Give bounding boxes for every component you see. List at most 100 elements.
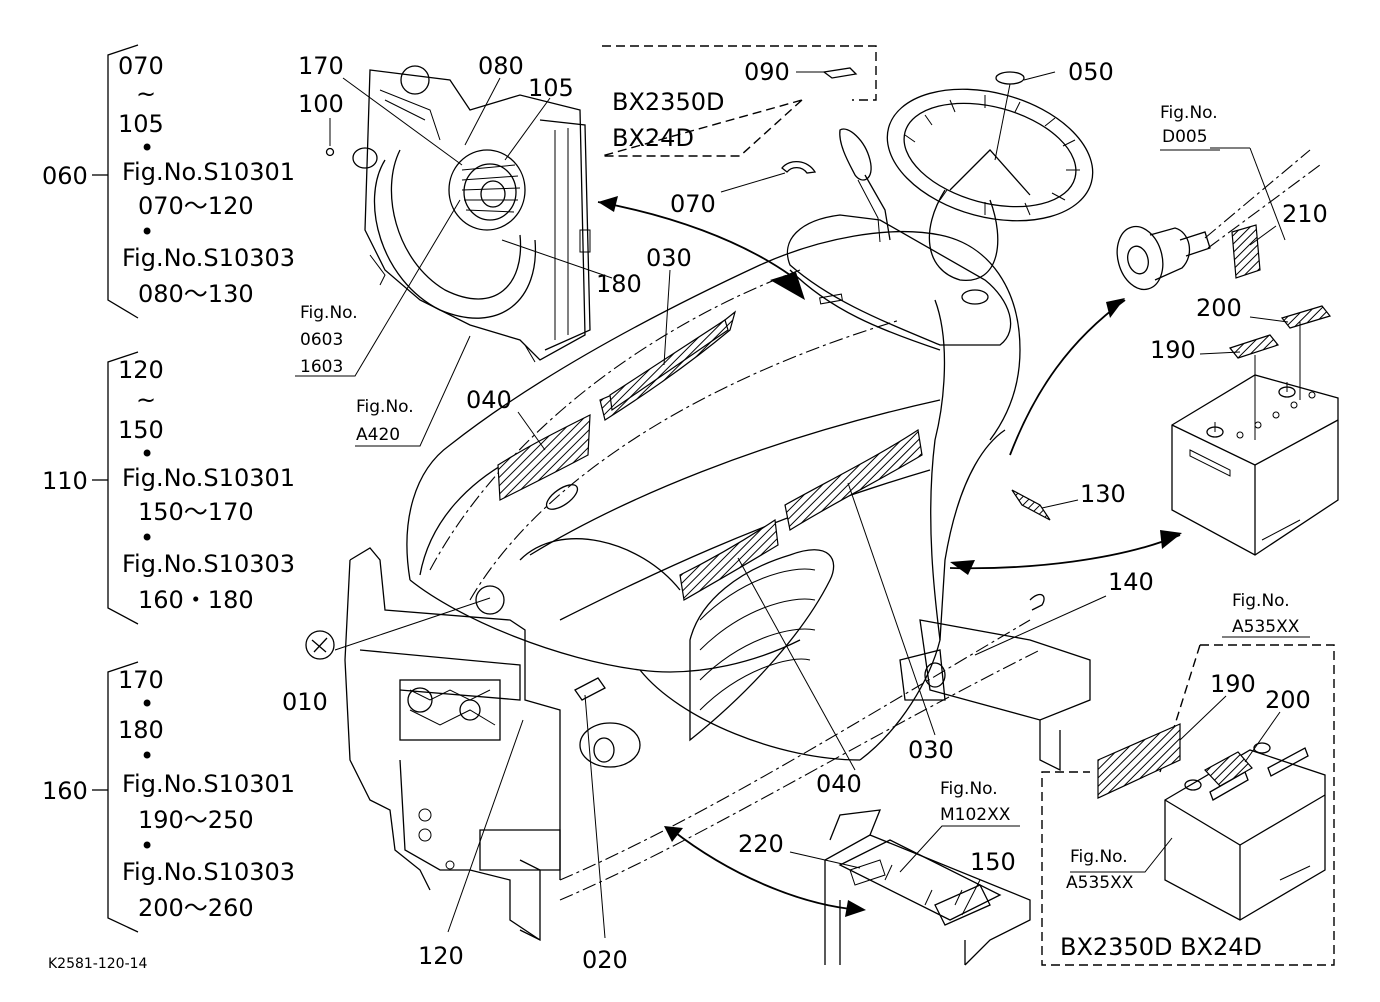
front-frame-illustration (344, 547, 1091, 942)
dot: • (140, 440, 154, 468)
decal-040-side (679, 518, 779, 601)
model-label: BX2350D (612, 88, 724, 116)
callout-190-bottom: 190 (1210, 670, 1256, 698)
callout-090: 090 (744, 58, 790, 86)
callout-140: 140 (1108, 568, 1154, 596)
dot: • (140, 218, 154, 246)
fig-ref: Fig.No.S10303 (122, 550, 295, 578)
callout-020: 020 (582, 946, 628, 974)
sub-range: 200～260 (138, 894, 254, 922)
callout-210: 210 (1282, 200, 1328, 228)
drawing-id: K2581-120-14 (48, 956, 148, 972)
dot: • (140, 832, 154, 860)
fig-ref-a535xx: A535XX (1232, 617, 1300, 637)
callout-040-top: 040 (466, 386, 512, 414)
fig-ref-1603: 1603 (300, 357, 343, 377)
fig-ref-0603: 0603 (300, 330, 343, 350)
sub-range: 080～130 (138, 280, 254, 308)
fig-ref-d005: D005 (1162, 127, 1208, 147)
callout-200-top: 200 (1196, 294, 1242, 322)
decal-190-top (1228, 334, 1280, 359)
decal-130 (1011, 489, 1051, 521)
callout-130: 130 (1080, 480, 1126, 508)
fig-ref-label: Fig.No. (1160, 103, 1218, 123)
range-end: 150 (118, 416, 164, 444)
fan-shroud-illustration (325, 65, 591, 363)
fig-ref: Fig.No.S10303 (122, 858, 295, 886)
callout-030-side: 030 (908, 736, 954, 764)
fig-ref-label: Fig.No. (1232, 591, 1290, 611)
small-parts (305, 161, 1045, 701)
decal-040-top (497, 414, 591, 501)
range-start: 170 (118, 666, 164, 694)
callout-050: 050 (1068, 58, 1114, 86)
fig-ref-label: Fig.No. (940, 779, 998, 799)
leader-lines (295, 71, 1301, 939)
callout-120: 120 (418, 942, 464, 970)
steering-illustration (839, 71, 1094, 281)
sub-view-illustration (824, 809, 1031, 966)
group-number: 110 (42, 467, 88, 495)
decal-200-top (1280, 305, 1332, 329)
fig-ref: Fig.No.S10301 (122, 158, 295, 186)
figure-references: Fig.No. D005 Fig.No. 0603 1603 Fig.No. A… (300, 103, 1310, 893)
battery-illustration-bottom (1097, 723, 1326, 921)
callout-200-bottom: 200 (1265, 686, 1311, 714)
group-number: 160 (42, 777, 88, 805)
dot: • (140, 742, 154, 770)
arrows (597, 196, 1182, 917)
fig-ref-m102xx: M102XX (940, 805, 1011, 825)
fig-ref-label: Fig.No. (1070, 847, 1128, 867)
callout-070: 070 (670, 190, 716, 218)
dot: • (140, 134, 154, 162)
range-end: 105 (118, 110, 164, 138)
range-sep: ~ (136, 80, 156, 108)
fig-ref-label: Fig.No. (300, 303, 358, 323)
fig-ref: Fig.No.S10303 (122, 244, 295, 272)
range-end: 180 (118, 716, 164, 744)
decal-illustrations (497, 310, 1051, 601)
decal-190-bottom (1097, 723, 1181, 799)
sub-range: 190～250 (138, 806, 254, 834)
part-020 (574, 677, 606, 701)
decal-200-bottom (1204, 751, 1253, 787)
fig-ref: Fig.No.S10301 (122, 464, 295, 492)
fig-ref-label: Fig.No. (356, 397, 414, 417)
callout-080: 080 (478, 52, 524, 80)
part-140 (1029, 593, 1045, 611)
decal-030-side (784, 428, 923, 531)
range-start: 120 (118, 356, 164, 384)
fig-ref-a420: A420 (356, 425, 400, 445)
model-label: BX24D (612, 124, 694, 152)
range-sep: ~ (136, 386, 156, 414)
sub-range: 160・180 (138, 586, 254, 614)
callout-170: 170 (298, 52, 344, 80)
group-number: 060 (42, 162, 88, 190)
decal-030-top-inner (609, 319, 729, 412)
dot: • (140, 524, 154, 552)
fig-ref: Fig.No.S10301 (122, 770, 295, 798)
callout-105: 105 (528, 74, 574, 102)
range-sep: • (140, 690, 154, 718)
range-start: 070 (118, 52, 164, 80)
callout-100: 100 (298, 90, 344, 118)
fig-ref-a535xx: A535XX (1066, 873, 1134, 893)
battery-illustration-top (1171, 305, 1339, 556)
callout-220: 220 (738, 830, 784, 858)
callout-150: 150 (970, 848, 1016, 876)
sub-range: 150～170 (138, 498, 254, 526)
decal-210 (1231, 224, 1261, 279)
group-110: 110 120 ~ 150 • Fig.No.S10301 150～170 • … (42, 356, 295, 614)
group-060: 060 070 ~ 105 • Fig.No.S10301 070～120 • … (42, 52, 295, 308)
model-label: BX2350D BX24D (1060, 933, 1262, 961)
group-brackets (92, 44, 139, 933)
callout-010: 010 (282, 688, 328, 716)
callout-180: 180 (596, 270, 642, 298)
part-010 (305, 630, 335, 660)
callout-190-top: 190 (1150, 336, 1196, 364)
drive-shaft-illustration (1116, 149, 1321, 291)
callout-030-top: 030 (646, 244, 692, 272)
group-160: 160 170 • 180 • Fig.No.S10301 190～250 • … (42, 666, 295, 922)
callout-040-side: 040 (816, 770, 862, 798)
